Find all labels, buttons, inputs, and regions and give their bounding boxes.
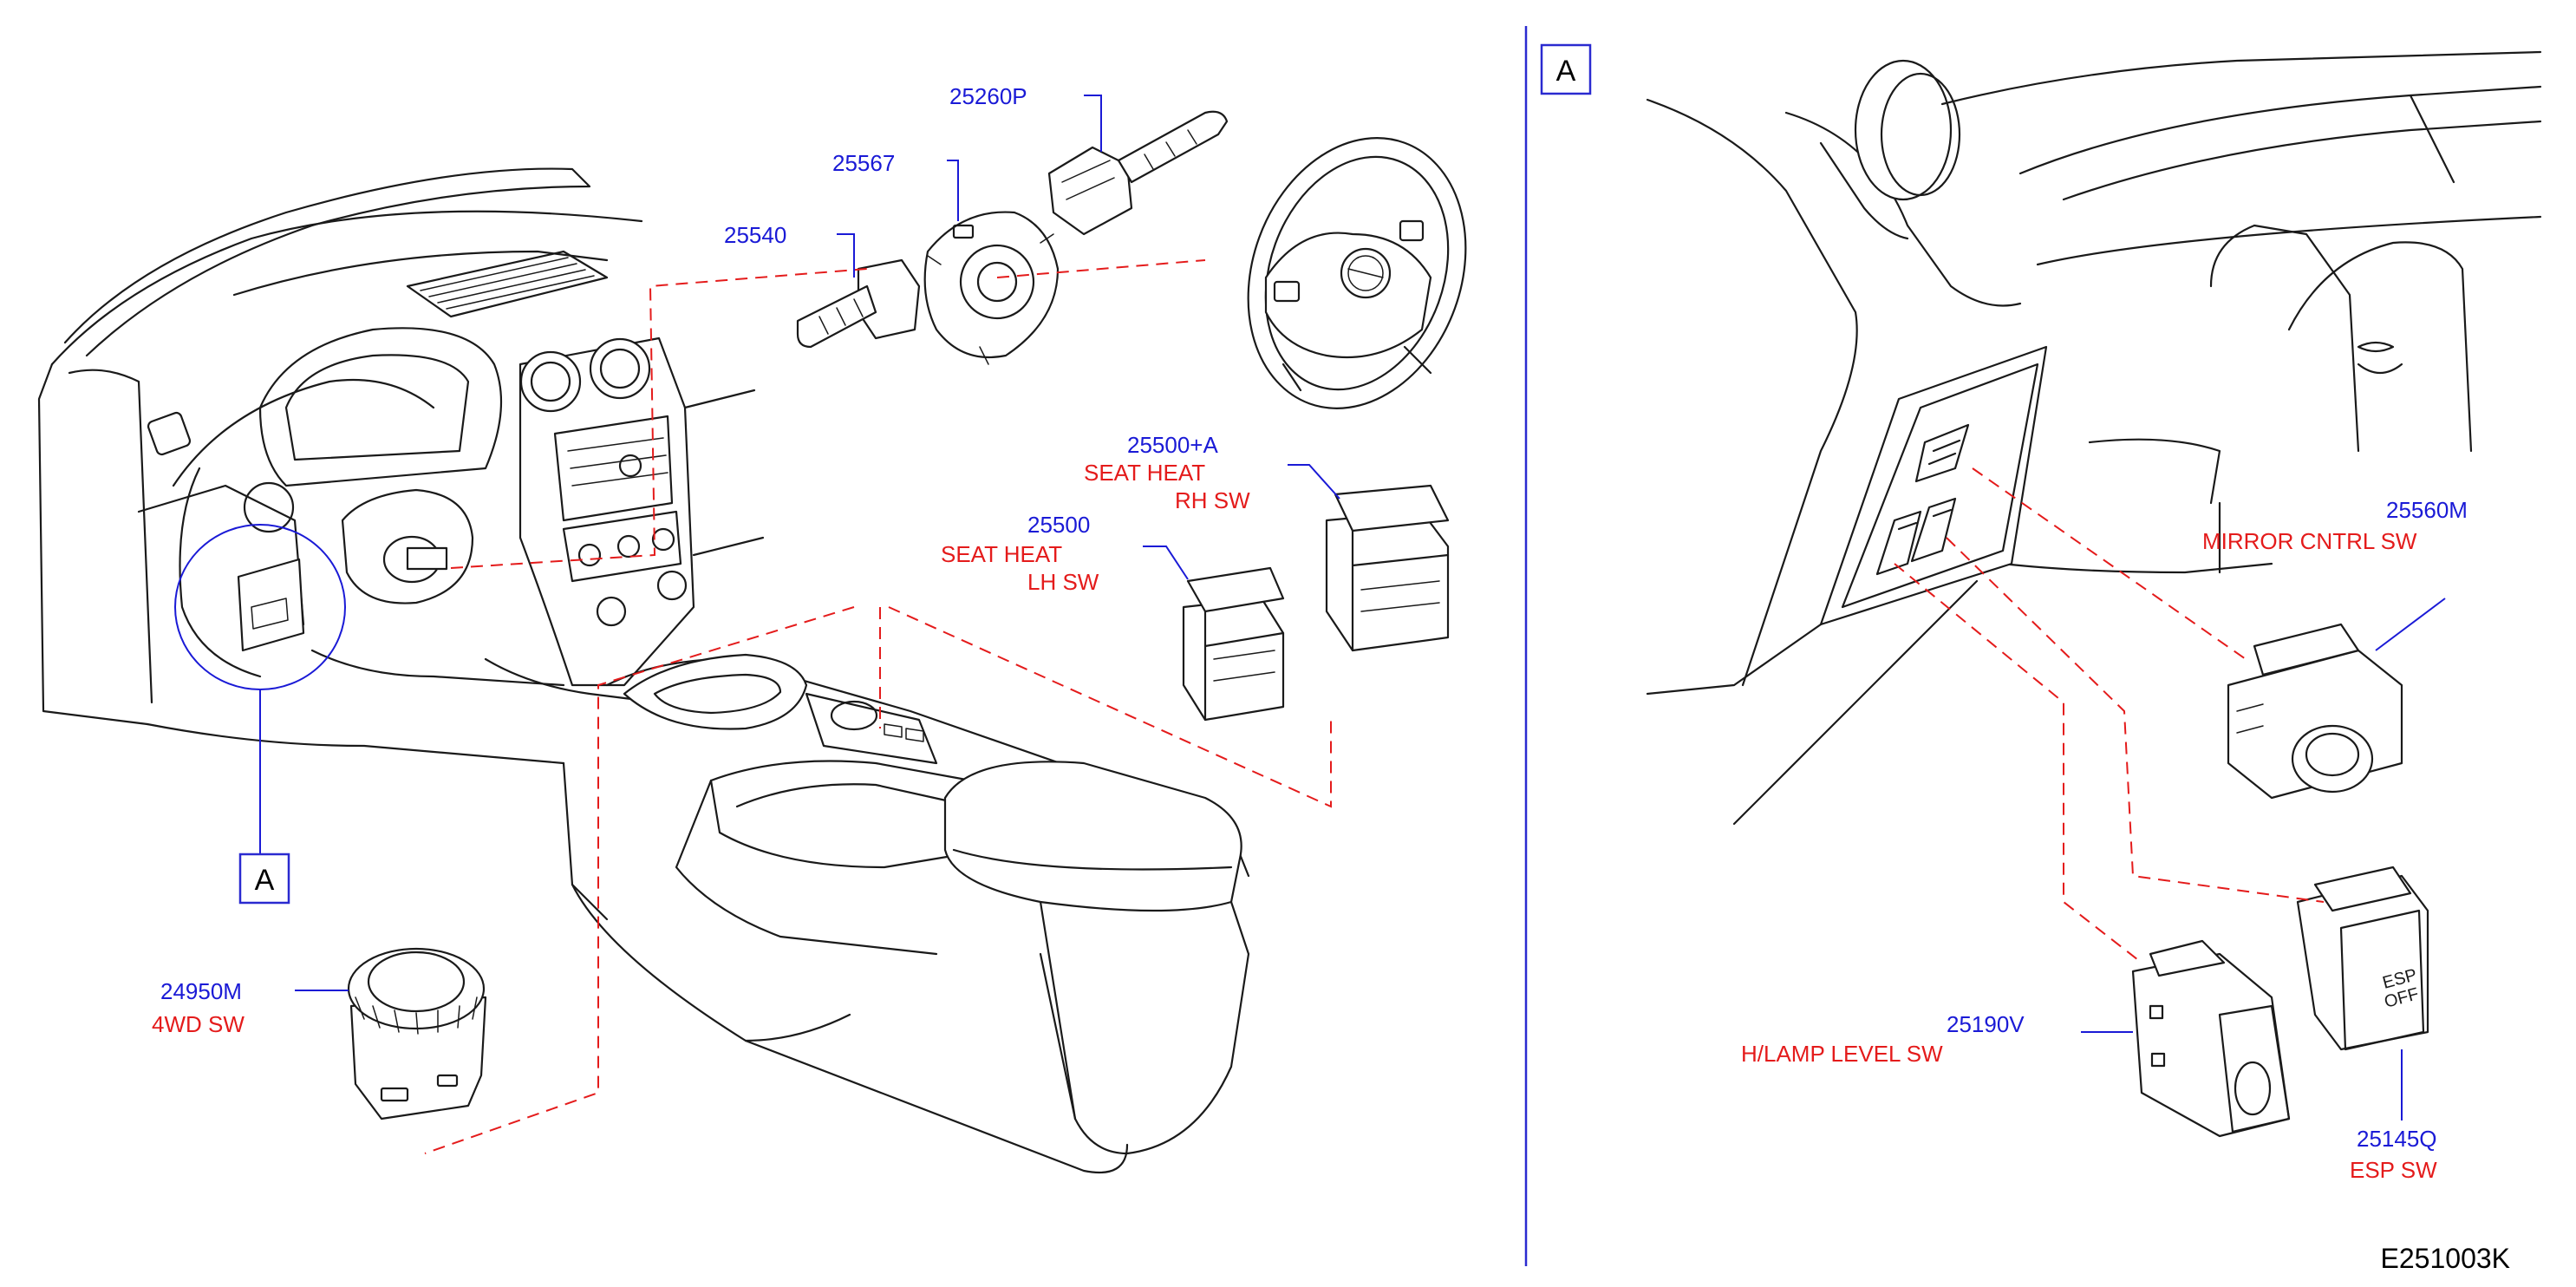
part-name-esp-sw: ESP SW [2350,1157,2437,1183]
part-name-seat-heat-rh-line2: RH SW [1175,487,1250,513]
part-number-25500-a: 25500+A [1127,432,1218,458]
steering-wheel-drawing [1247,137,1467,409]
view-marker-letter: A [1556,55,1576,88]
spiral-cable-25567 [923,211,1060,365]
view-marker-box [1540,43,1592,95]
center-console-drawing [562,653,1250,1174]
mirror-control-switch-25560M [2227,623,2403,800]
part-number-25500: 25500 [1027,512,1090,538]
part-name-h-lamp-level-sw: H/LAMP LEVEL SW [1741,1041,1943,1067]
detail-marker-box [238,853,290,905]
part-name-seat-heat-lh-line2: LH SW [1027,569,1099,595]
part-name-seat-heat-lh-line1: SEAT HEAT [941,541,1062,567]
headlamp-level-switch-25190V [2131,939,2291,1138]
seat-heat-switch-lh [1182,566,1285,722]
part-number-25567: 25567 [832,150,895,176]
part-number-25560M: 25560M [2386,497,2468,523]
part-name-mirror-cntrl-sw: MIRROR CNTRL SW [2202,528,2417,554]
part-number-24950M: 24950M [160,978,242,1004]
reference-code: E251003K [2381,1243,2510,1274]
part-leader-lines [174,95,2446,1120]
combination-switch-25540 [796,258,921,349]
combination-switch-25260P [1047,110,1229,236]
part-name-4wd-sw: 4WD SW [152,1011,245,1037]
esp-switch-25145Q: ESP OFF [2296,866,2429,1051]
detail-marker-letter: A [255,864,275,897]
part-number-25190V: 25190V [1947,1011,2025,1037]
part-number-25260P: 25260P [949,83,1027,109]
dashboard-drawing [37,167,765,765]
seat-heat-switch-rh [1325,484,1450,652]
view-a-drawing [1646,50,2542,826]
part-number-25145Q: 25145Q [2357,1126,2437,1152]
part-number-25540: 25540 [724,222,786,248]
4wd-switch-24950M [347,947,487,1120]
part-name-seat-heat-rh-line1: SEAT HEAT [1084,460,1205,486]
dashed-location-links [424,259,2325,1154]
